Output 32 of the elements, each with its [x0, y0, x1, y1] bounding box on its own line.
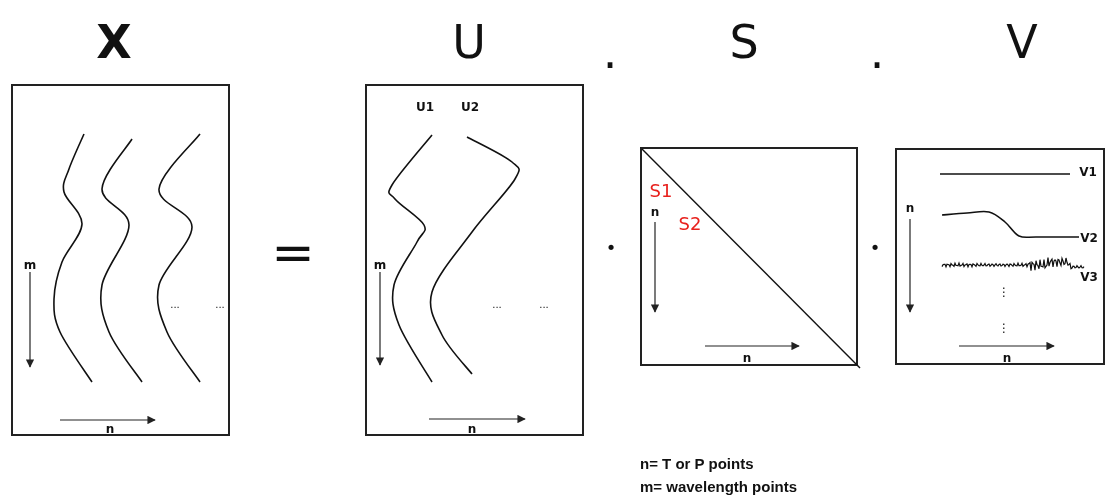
- operator-dot: .: [602, 29, 618, 75]
- operator-dot: .: [869, 29, 885, 75]
- axis-label: m: [373, 259, 387, 271]
- axis-label: n: [742, 352, 752, 364]
- ellipsis: ...: [170, 300, 180, 310]
- vertical-ellipsis: ⋮: [998, 322, 1010, 334]
- matrix-symbol: S: [729, 19, 759, 65]
- operator-dot: •: [869, 239, 881, 257]
- equals-sign: =: [271, 226, 315, 278]
- vector-label: V2: [1080, 232, 1098, 244]
- ellipsis: ...: [539, 300, 549, 310]
- matrix-symbol: X: [96, 19, 132, 65]
- axis-label: n: [467, 423, 477, 435]
- axis-label: n: [650, 206, 660, 218]
- vector-label: U1: [415, 101, 435, 113]
- vector-label: U2: [460, 101, 480, 113]
- note: m= wavelength points: [640, 478, 798, 494]
- axis-label: n: [1002, 352, 1012, 364]
- note: n= T or P points: [640, 455, 754, 471]
- axis-label: n: [105, 423, 115, 435]
- ellipsis: ...: [215, 300, 225, 310]
- axis-label: n: [905, 202, 915, 214]
- axis-label: m: [23, 259, 37, 271]
- matrix-symbol: V: [1006, 19, 1038, 65]
- vector-label: V3: [1080, 271, 1098, 283]
- operator-dot: •: [605, 239, 617, 257]
- vertical-ellipsis: ⋮: [998, 286, 1010, 298]
- matrix-symbol: U: [452, 19, 486, 65]
- vector-label: V1: [1079, 166, 1097, 178]
- singular-value-label: S2: [678, 215, 702, 233]
- singular-value-label: S1: [649, 182, 673, 200]
- ellipsis: ...: [492, 300, 502, 310]
